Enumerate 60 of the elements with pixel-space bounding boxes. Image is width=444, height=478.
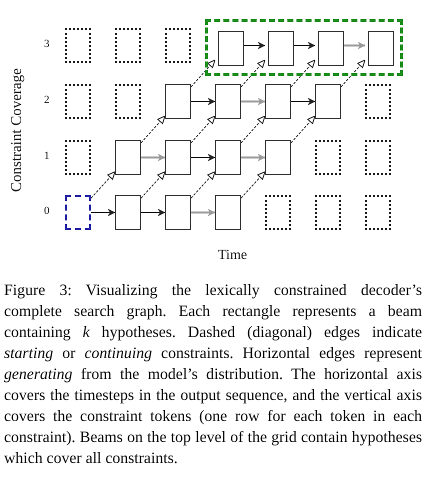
dotted-box bbox=[365, 140, 391, 175]
arrow bbox=[141, 208, 166, 216]
arrow bbox=[191, 98, 216, 106]
arrow bbox=[191, 208, 216, 216]
row-number: 1 bbox=[44, 150, 50, 162]
axis-title: Time bbox=[218, 248, 248, 264]
arrow bbox=[140, 116, 166, 144]
beam-box bbox=[215, 84, 241, 119]
arrow bbox=[341, 42, 366, 50]
arrow bbox=[190, 171, 216, 199]
beam-box bbox=[265, 84, 291, 119]
dashed-box bbox=[65, 195, 91, 230]
beam-box bbox=[215, 140, 241, 175]
dotted-box bbox=[265, 195, 291, 230]
dotted-box bbox=[65, 28, 91, 63]
arrow bbox=[340, 60, 366, 88]
beam-box bbox=[318, 31, 344, 66]
dotted-box bbox=[315, 140, 341, 175]
arrow bbox=[90, 171, 116, 199]
arrow bbox=[290, 116, 316, 144]
figure-caption: Figure 3: Visualizing the lexically constrained decoder’s complete search graph. Each rectangle represents a beam containing k hypotheses. Dashed (diagonal) edges indicate starting or continuing constraints. Horizontal edges represent generating from the model’s distribution. The horizontal axis covers the timesteps in the output sequence, and the vertical axis covers the constraint tokens (one row for each token in each constraint). Beams on the top level of the grid contain hypotheses which cover all constraints. bbox=[4, 281, 422, 469]
beam-box bbox=[115, 195, 141, 230]
arrow bbox=[241, 98, 266, 106]
beam-box bbox=[218, 31, 244, 66]
arrow bbox=[241, 154, 266, 162]
dotted-box bbox=[65, 84, 91, 119]
arrow bbox=[91, 208, 116, 216]
dashed-frame bbox=[205, 19, 403, 76]
arrow bbox=[291, 42, 316, 50]
beam-box bbox=[315, 84, 341, 119]
beam-box bbox=[165, 140, 191, 175]
dotted-box bbox=[315, 195, 341, 230]
beam-box bbox=[268, 31, 294, 66]
beam-box bbox=[265, 140, 291, 175]
axis-title: Constraint Coverage bbox=[9, 68, 26, 192]
beam-box bbox=[165, 84, 191, 119]
arrow bbox=[141, 154, 166, 162]
arrow bbox=[241, 42, 266, 50]
arrow bbox=[240, 116, 266, 144]
dotted-box bbox=[165, 28, 191, 63]
row-number: 0 bbox=[44, 205, 50, 217]
arrow bbox=[190, 116, 216, 144]
beam-box bbox=[165, 195, 191, 230]
dotted-box bbox=[115, 28, 141, 63]
arrow bbox=[140, 171, 166, 199]
dotted-box bbox=[115, 84, 141, 119]
arrow bbox=[240, 60, 266, 88]
dotted-box bbox=[365, 84, 391, 119]
beam-box bbox=[115, 140, 141, 175]
row-number: 2 bbox=[44, 94, 50, 106]
beam-box bbox=[368, 31, 394, 66]
arrow bbox=[290, 60, 316, 88]
dotted-box bbox=[365, 195, 391, 230]
arrow bbox=[240, 171, 266, 199]
arrow bbox=[291, 98, 316, 106]
dotted-box bbox=[65, 140, 91, 175]
row-number: 3 bbox=[44, 38, 50, 50]
arrow bbox=[191, 154, 216, 162]
beam-box bbox=[215, 195, 241, 230]
arrow bbox=[190, 60, 216, 88]
